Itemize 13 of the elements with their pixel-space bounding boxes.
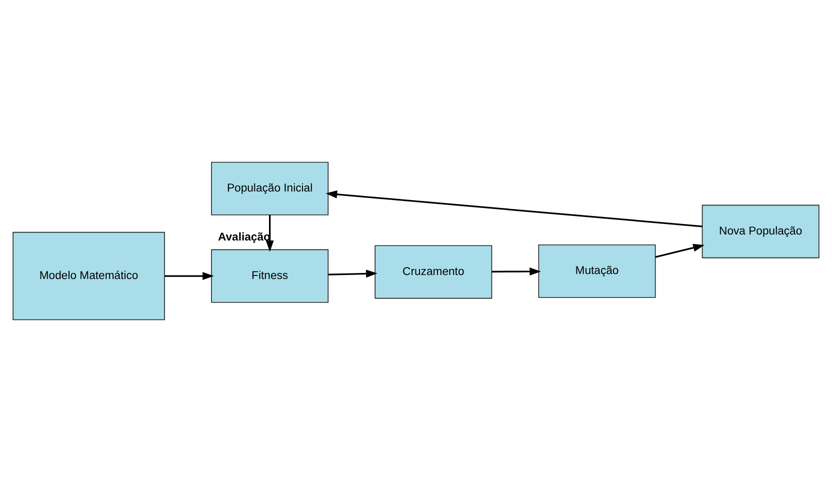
node-box: Nova População — [702, 204, 820, 258]
node-box: Fitness — [211, 248, 329, 302]
arrow — [492, 267, 541, 275]
node-box: Cruzamento — [374, 244, 492, 298]
arrow — [655, 243, 705, 258]
edge-label: Avaliação — [218, 230, 270, 243]
node-box: População Inicial — [211, 161, 329, 215]
arrow — [328, 269, 378, 278]
arrow — [164, 272, 214, 280]
node-box: Modelo Matemático — [12, 231, 165, 320]
node-box: Mutação — [538, 244, 656, 298]
arrow — [326, 190, 702, 227]
arrow — [266, 214, 274, 252]
